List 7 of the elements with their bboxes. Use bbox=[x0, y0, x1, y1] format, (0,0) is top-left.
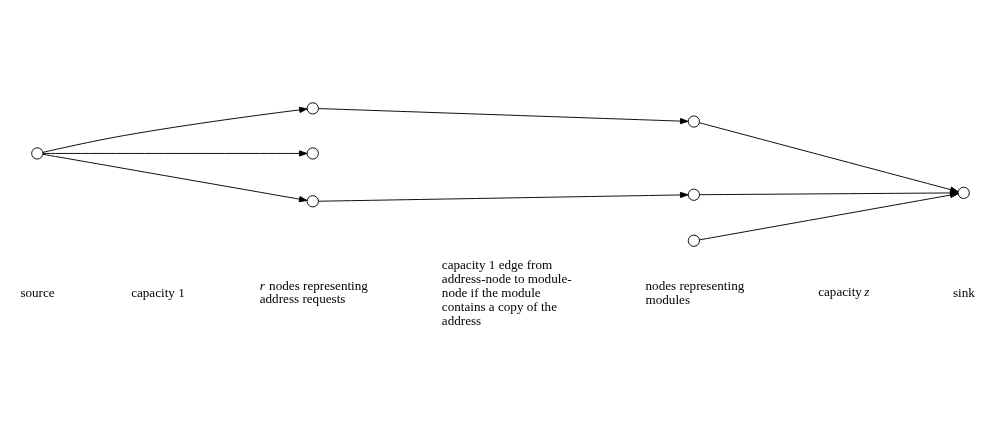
label: source bbox=[20, 284, 55, 300]
label: capacity z bbox=[818, 283, 870, 299]
label: capacity 1 bbox=[131, 284, 185, 300]
label: r nodes representing address requests bbox=[259, 277, 368, 306]
label: sink bbox=[952, 284, 975, 300]
label: nodes representing modules bbox=[645, 277, 745, 307]
label: capacity 1 edge from address-node to module-node if the module contains a copy of the address bbox=[441, 256, 572, 328]
